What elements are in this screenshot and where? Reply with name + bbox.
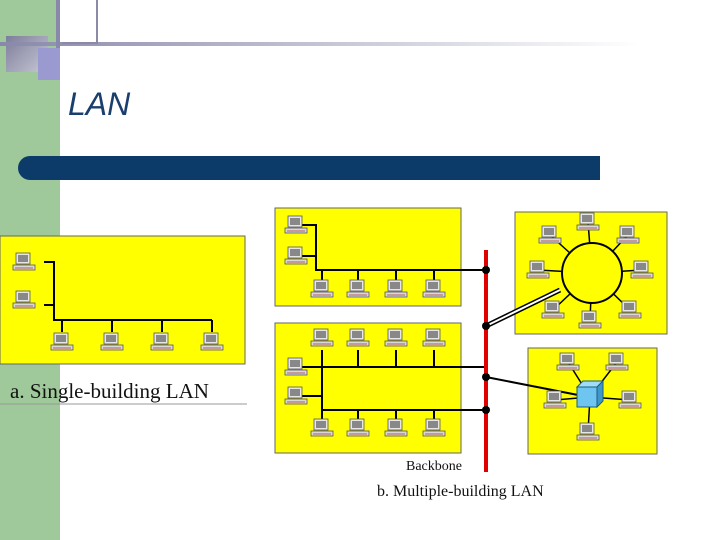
backbone-link-switch: [485, 376, 579, 396]
network-cable: [302, 224, 486, 271]
computer-icon: [541, 300, 565, 319]
computer-icon: [346, 328, 370, 347]
computer-icon: [422, 418, 446, 437]
computer-icon: [100, 332, 124, 351]
computer-icon: [616, 225, 640, 244]
caption-single-building: a. Single-building LAN: [10, 379, 209, 403]
computer-icon: [384, 328, 408, 347]
backbone-tap-point: [482, 373, 490, 381]
computer-icon: [310, 418, 334, 437]
caption-multiple-building: b. Multiple-building LAN: [377, 483, 544, 500]
computer-icon: [284, 386, 308, 405]
computer-icon: [422, 279, 446, 298]
computer-icon: [630, 260, 654, 279]
computer-icon: [384, 418, 408, 437]
network-cable: [44, 261, 212, 321]
decorative-square: [62, 0, 98, 44]
network-cable: [302, 366, 486, 411]
computer-icon: [200, 332, 224, 351]
switch-icon: [575, 379, 605, 409]
computer-icon: [618, 300, 642, 319]
backbone-tap-point: [482, 322, 490, 330]
computer-icon: [310, 279, 334, 298]
computer-icon: [618, 390, 642, 409]
computer-icon: [346, 279, 370, 298]
computer-icon: [422, 328, 446, 347]
backbone-link-ring-inner: [485, 289, 561, 327]
computer-icon: [605, 352, 629, 371]
backbone-label: Backbone: [406, 459, 462, 474]
computer-icon: [526, 260, 550, 279]
computer-icon: [556, 352, 580, 371]
computer-icon: [543, 390, 567, 409]
title-underline-bar: [18, 156, 600, 180]
decorative-square: [38, 48, 60, 80]
backbone-tap-point: [482, 406, 490, 414]
ring-topology: [561, 242, 623, 304]
slide-title: LAN: [68, 86, 131, 122]
decorative-line: [56, 0, 60, 80]
computer-icon: [384, 279, 408, 298]
computer-icon: [284, 357, 308, 376]
computer-icon: [284, 246, 308, 265]
computer-icon: [284, 215, 308, 234]
computer-icon: [150, 332, 174, 351]
computer-icon: [12, 252, 36, 271]
computer-icon: [576, 212, 600, 231]
computer-icon: [576, 422, 600, 441]
computer-icon: [310, 328, 334, 347]
backbone-tap-point: [482, 266, 490, 274]
computer-icon: [538, 225, 562, 244]
computer-icon: [346, 418, 370, 437]
decorative-line: [0, 42, 640, 46]
computer-icon: [12, 290, 36, 309]
computer-icon: [578, 310, 602, 329]
computer-icon: [50, 332, 74, 351]
